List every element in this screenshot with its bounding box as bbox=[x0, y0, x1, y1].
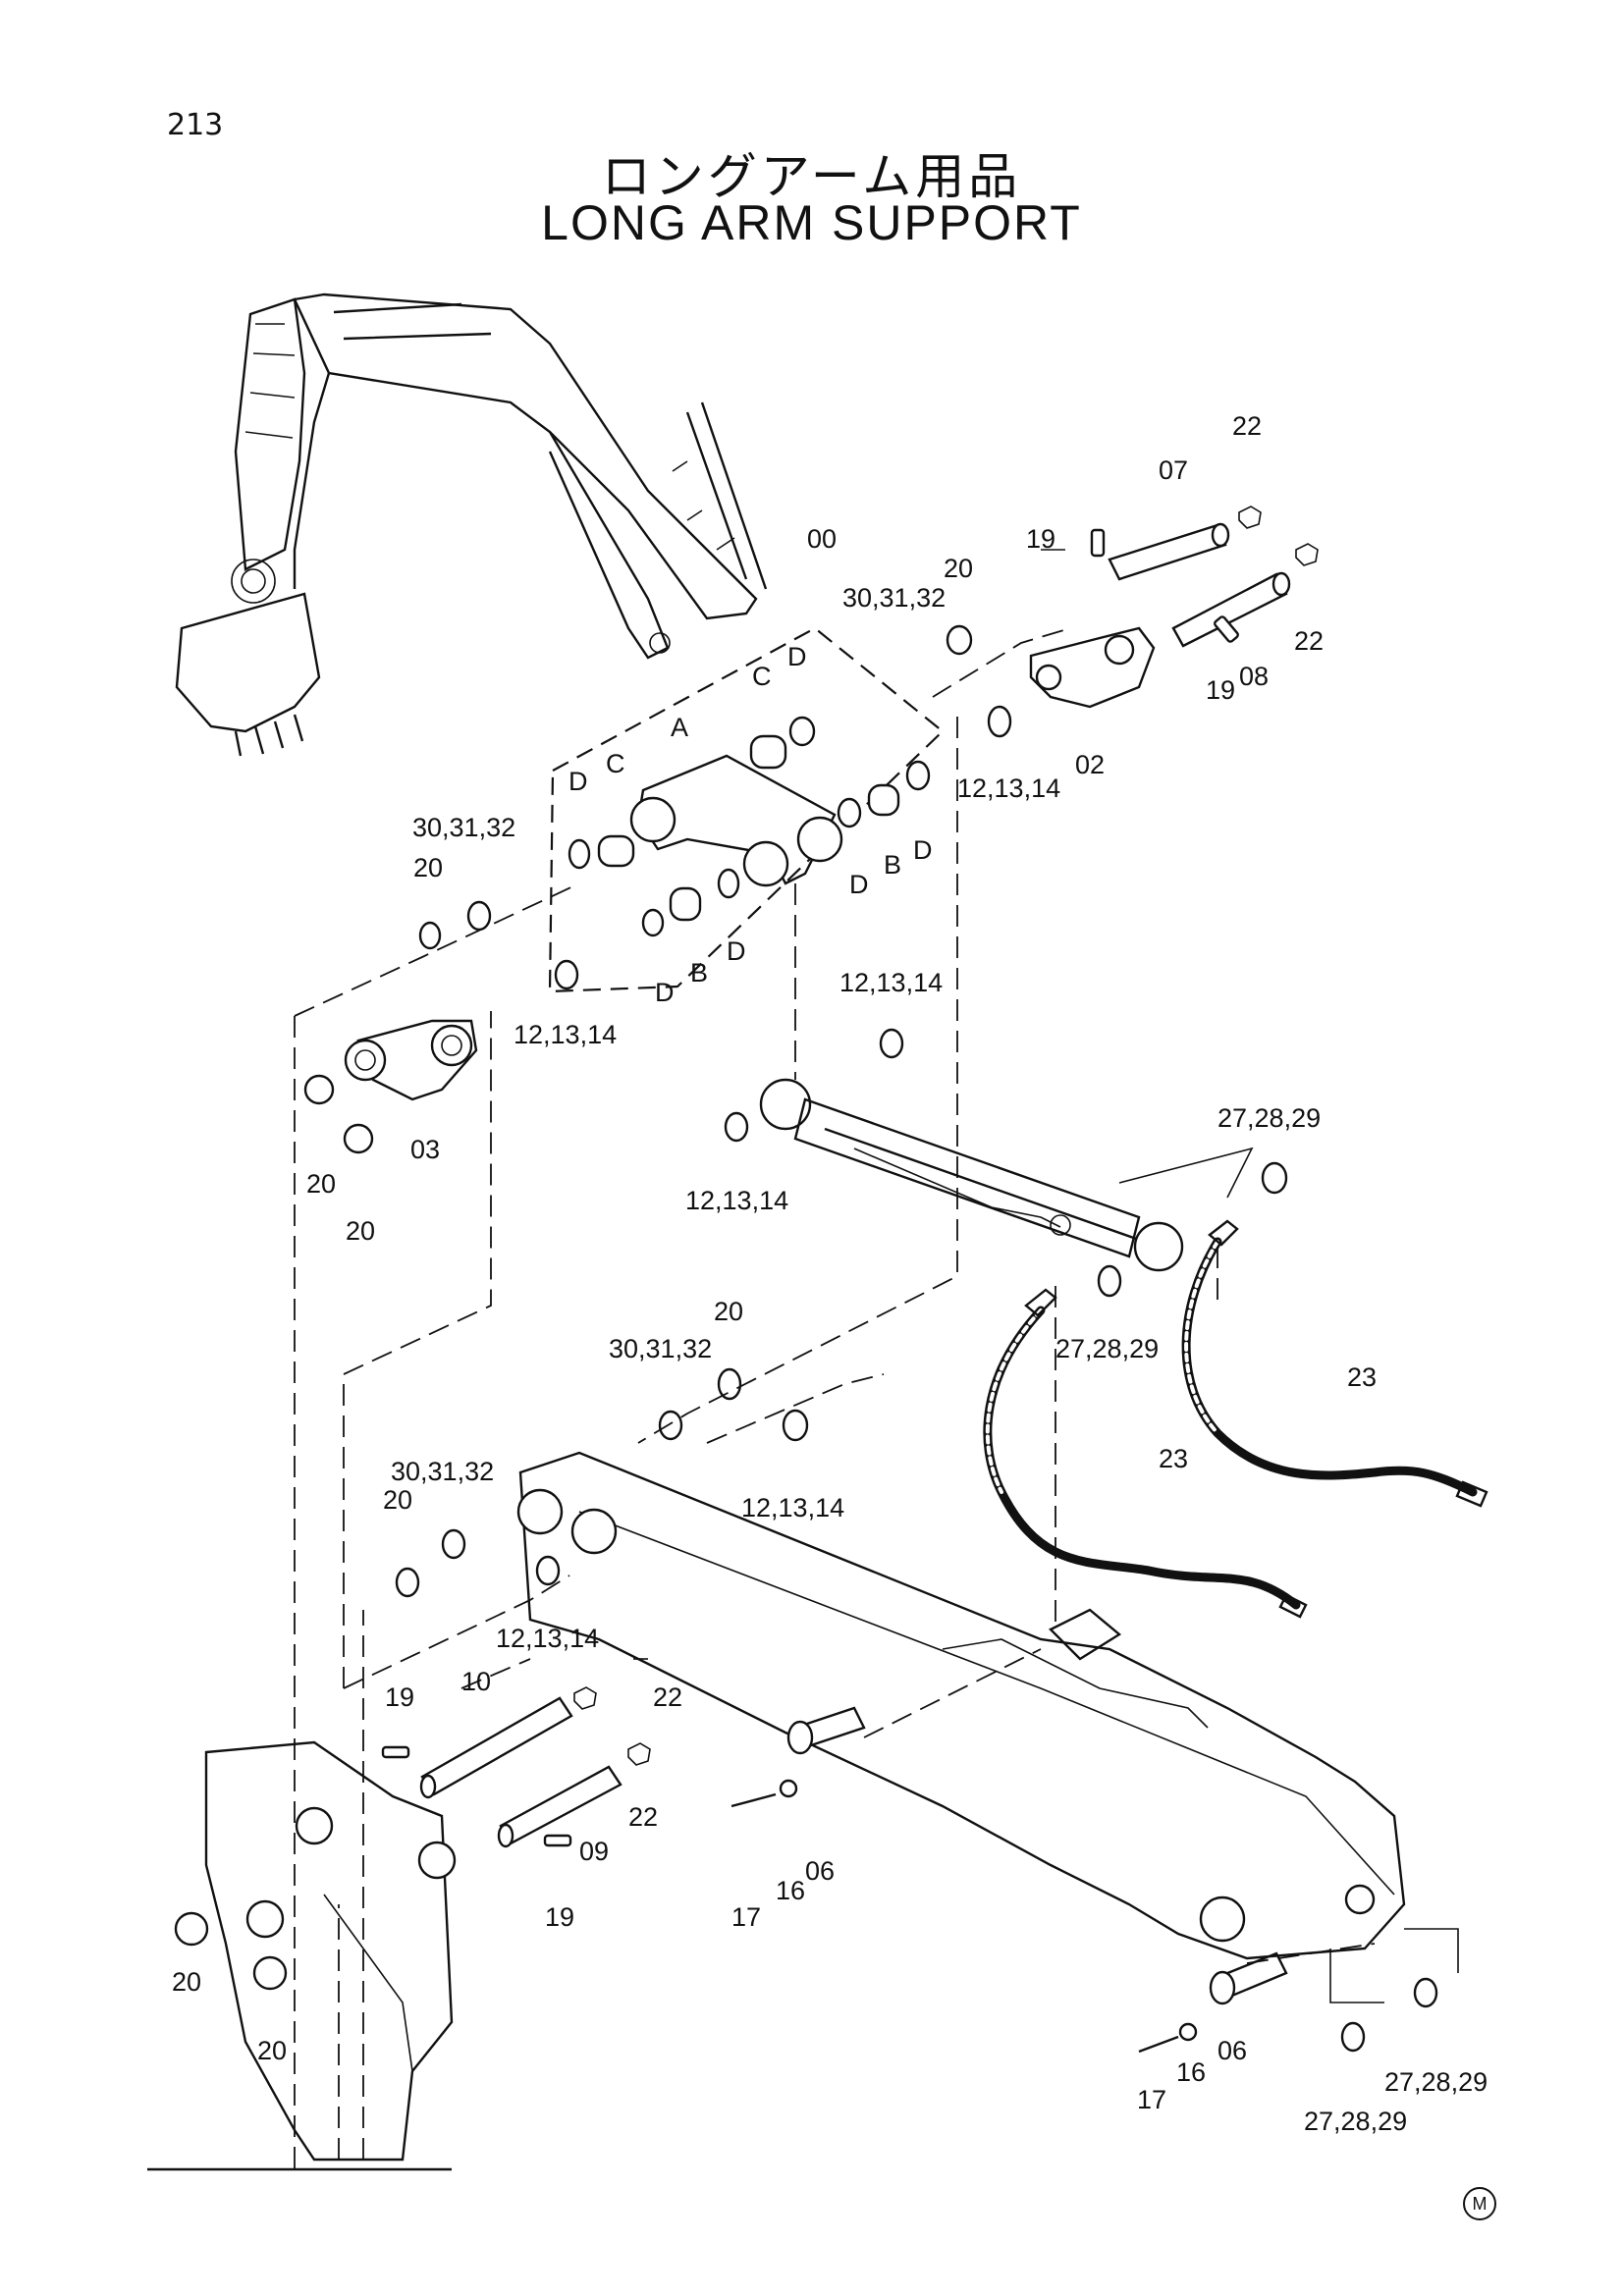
pins-09-10 bbox=[381, 1686, 651, 1848]
callout-19-lower-left: 19 bbox=[385, 1682, 414, 1712]
hydraulic-hoses bbox=[983, 1219, 1488, 1619]
leader-lines bbox=[294, 549, 1459, 2169]
callout-a: A bbox=[671, 713, 688, 742]
long-arm-boom bbox=[516, 1451, 1406, 1960]
callout-27-28-29-upper: 27,28,29 bbox=[1217, 1103, 1321, 1133]
page-number: 213 bbox=[167, 108, 224, 142]
callout-27-28-29-lower-right: 27,28,29 bbox=[1384, 2067, 1488, 2097]
callout-20-lower: 20 bbox=[257, 2036, 287, 2065]
hydraulic-cylinder bbox=[759, 1078, 1254, 1272]
callout-17-mid: 17 bbox=[731, 1902, 761, 1932]
callout-16-mid: 16 bbox=[776, 1876, 805, 1905]
callout-d-left: D bbox=[568, 767, 588, 796]
boom-foot-bracket bbox=[147, 1740, 457, 2171]
callout-07: 07 bbox=[1159, 455, 1188, 485]
callout-19-top: 19 bbox=[1026, 524, 1055, 554]
callout-b-right: B bbox=[884, 850, 901, 880]
callout-d-lower: D bbox=[849, 870, 869, 899]
callout-20-lower-left: 20 bbox=[172, 1967, 201, 1997]
callout-d-right: D bbox=[913, 835, 933, 865]
bushings-and-seals bbox=[568, 716, 931, 937]
callout-06-lower: 06 bbox=[1217, 2036, 1247, 2065]
callout-22-arm: 20 bbox=[383, 1485, 412, 1515]
title-japanese: ロングアーム用品 bbox=[601, 148, 1022, 205]
washers-and-orings bbox=[395, 624, 1438, 2053]
callout-22-left: 20 bbox=[413, 853, 443, 882]
callout-12-13-14-upper-right: 12,13,14 bbox=[957, 774, 1060, 803]
pins-06-with-bolts bbox=[730, 1706, 1288, 2054]
callout-22-mid: 20 bbox=[714, 1297, 743, 1326]
callout-12-13-14-mid: 12,13,14 bbox=[839, 968, 943, 997]
callout-d-upper: D bbox=[787, 642, 807, 671]
bracket-02-with-pins bbox=[1029, 506, 1319, 709]
callout-12-13-14-cylinder: 12,13,14 bbox=[685, 1186, 788, 1215]
callout-27-28-29-lower: 27,28,29 bbox=[1304, 2107, 1407, 2136]
corner-mark: M bbox=[1463, 2187, 1496, 2220]
callout-03: 03 bbox=[410, 1135, 440, 1164]
callout-25-right: 23 bbox=[1347, 1362, 1377, 1392]
callout-06-mid: 06 bbox=[805, 1856, 835, 1886]
callout-labels: 00 A C D D C D B D D B D 22 07 19 22 19 … bbox=[172, 411, 1488, 2136]
title-english: LONG ARM SUPPORT bbox=[541, 195, 1082, 250]
callout-19-right: 19 bbox=[1206, 675, 1235, 705]
bracket-03-with-seals bbox=[303, 1019, 478, 1154]
callout-30-31-32-mid: 30,31,32 bbox=[609, 1334, 712, 1363]
callout-d-bottom: D bbox=[655, 978, 675, 1007]
callout-00: 00 bbox=[807, 524, 837, 554]
callout-23-right: 22 bbox=[1294, 626, 1324, 656]
callout-09: 09 bbox=[579, 1837, 609, 1866]
callout-23-top: 22 bbox=[1232, 411, 1262, 441]
callout-c-upper: C bbox=[752, 662, 772, 691]
callout-20-upper-left: 20 bbox=[306, 1169, 336, 1199]
callout-02: 02 bbox=[1075, 750, 1105, 779]
callout-27-28-29-mid: 27,28,29 bbox=[1055, 1334, 1159, 1363]
callout-d-bottom2: D bbox=[727, 936, 746, 966]
callout-10: 10 bbox=[461, 1667, 491, 1696]
callout-20-upper-right: 20 bbox=[346, 1216, 375, 1246]
callout-23-lower2: 22 bbox=[628, 1802, 658, 1832]
callout-c-left: C bbox=[606, 749, 625, 778]
callout-22-upper: 20 bbox=[944, 554, 973, 583]
callout-08: 08 bbox=[1239, 662, 1269, 691]
excavator-overview-illustration bbox=[175, 293, 768, 757]
callout-30-31-32-arm: 30,31,32 bbox=[391, 1457, 494, 1486]
callout-23-lower: 22 bbox=[653, 1682, 682, 1712]
callout-17-lower: 17 bbox=[1137, 2085, 1166, 2114]
callout-25-left: 23 bbox=[1159, 1444, 1188, 1473]
callout-12-13-14-left: 12,13,14 bbox=[514, 1020, 617, 1049]
callout-19-lower: 19 bbox=[545, 1902, 574, 1932]
callout-12-13-14-arm-lower: 12,13,14 bbox=[496, 1624, 599, 1653]
callout-12-13-14-arm: 12,13,14 bbox=[741, 1493, 844, 1522]
callout-b-bottom: B bbox=[690, 958, 708, 988]
callout-16-lower: 16 bbox=[1176, 2057, 1206, 2087]
callout-30-31-32-upper: 30,31,32 bbox=[842, 583, 946, 613]
callout-30-31-32-left: 30,31,32 bbox=[412, 813, 515, 842]
link-part-a bbox=[629, 754, 843, 887]
